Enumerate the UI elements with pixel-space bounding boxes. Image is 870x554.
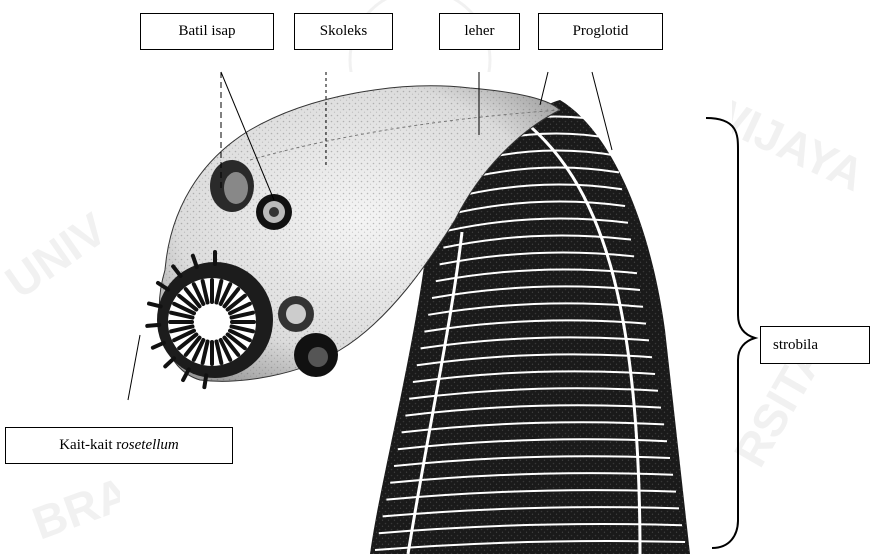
outer-hook — [147, 325, 159, 326]
label-strobila: strobila — [760, 326, 870, 364]
outer-hook — [204, 375, 206, 387]
label-skoleks-text: Skoleks — [320, 23, 368, 40]
outer-hook — [149, 304, 161, 307]
label-skoleks: Skoleks — [294, 13, 393, 50]
label-kait-italic: osetellum — [121, 437, 179, 454]
svg-text:UNIV: UNIV — [0, 202, 116, 308]
label-kait-prefix: Kait-kait r — [59, 437, 121, 454]
label-leher-text: leher — [465, 23, 495, 40]
label-proglotid-text: Proglotid — [573, 23, 629, 40]
label-strobila-text: strobila — [773, 337, 818, 354]
label-batil-isap-text: Batil isap — [178, 23, 235, 40]
label-proglotid: Proglotid — [538, 13, 663, 50]
label-leher: leher — [439, 13, 520, 50]
label-batil-isap: Batil isap — [140, 13, 274, 50]
